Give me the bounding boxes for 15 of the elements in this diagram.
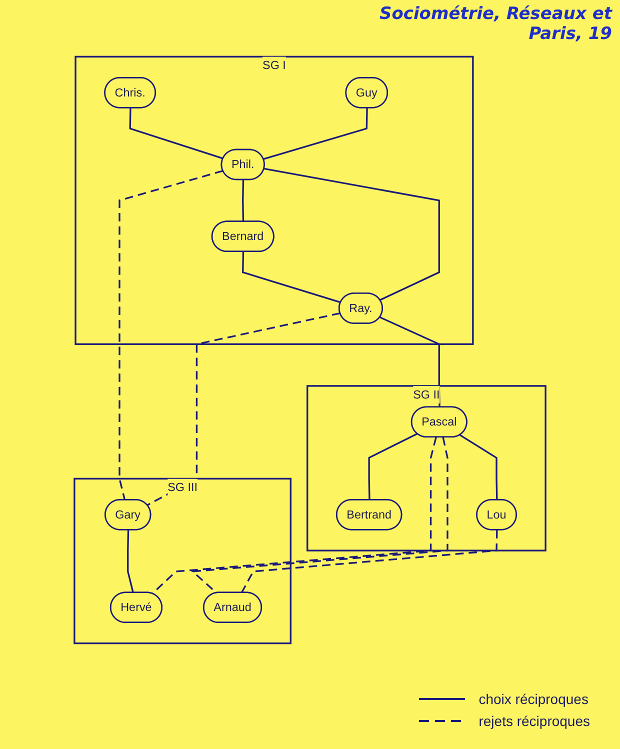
connector	[146, 312, 340, 506]
connector	[129, 108, 224, 160]
connector	[242, 252, 342, 304]
connector	[118, 170, 224, 500]
connector	[263, 108, 368, 160]
connector	[460, 434, 498, 500]
connector	[264, 168, 440, 301]
connector	[242, 180, 244, 222]
connector	[240, 530, 498, 594]
connector	[368, 432, 418, 500]
connector	[127, 530, 134, 593]
legend-label: choix réciproques	[478, 691, 588, 707]
citation-note: Sociométrie, Réseaux et	[379, 4, 612, 24]
citation-note: Paris, 19	[528, 24, 612, 44]
legend-label: rejets réciproques	[478, 713, 590, 729]
